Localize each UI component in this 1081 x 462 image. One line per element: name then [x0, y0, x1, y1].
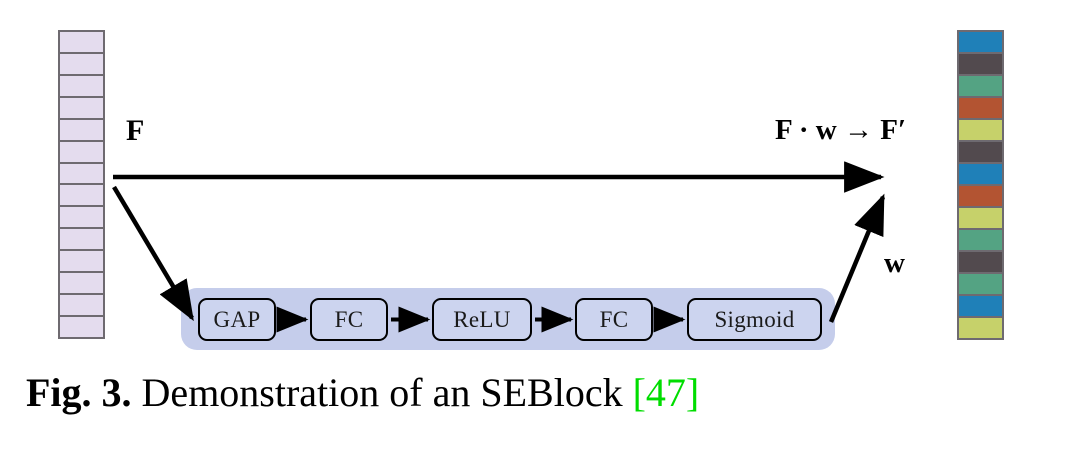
figure-caption-citation[interactable]: [47] [632, 370, 700, 415]
input-feature-cell [58, 227, 105, 252]
output-feature-cell [957, 272, 1004, 296]
output-feature-cell [957, 206, 1004, 230]
seblock-stage-fc2[interactable]: FC [575, 298, 653, 341]
input-feature-cell [58, 314, 105, 339]
output-feature-cell [957, 140, 1004, 164]
input-feature-map [58, 30, 105, 339]
input-feature-cell [58, 51, 105, 76]
seblock-stage-fc1[interactable]: FC [310, 298, 388, 341]
output-feature-map [957, 30, 1004, 340]
figure-caption: Fig. 3. Demonstration of an SEBlock [47] [26, 371, 699, 415]
output-feature-cell [957, 118, 1004, 142]
input-feature-cell [58, 95, 105, 120]
input-feature-cell [58, 30, 105, 54]
output-feature-cell [957, 250, 1004, 274]
seblock-stage-gap[interactable]: GAP [198, 298, 276, 341]
input-feature-cell [58, 249, 105, 274]
output-feature-cell [957, 228, 1004, 252]
weight-vector-label: w [884, 247, 905, 279]
input-feature-cell [58, 293, 105, 317]
seblock-stage-gap-label: GAP [213, 307, 261, 332]
output-feature-cell [957, 96, 1004, 120]
input-feature-cell [58, 117, 105, 142]
figure-caption-label: Fig. 3. [26, 370, 132, 415]
seblock-stage-sigmoid[interactable]: Sigmoid [687, 298, 822, 341]
output-feature-cell [957, 52, 1004, 76]
seblock-stage-fc2-label: FC [599, 307, 629, 332]
output-feature-cell [957, 74, 1004, 98]
branch-to-seblock-arrow [112, 185, 194, 322]
weight-scale-arrow [828, 193, 886, 323]
output-formula-label: F · w → F′ [775, 114, 907, 146]
seblock-stage-relu[interactable]: ReLU [432, 298, 532, 341]
input-feature-label: F [126, 114, 145, 147]
output-feature-cell [957, 162, 1004, 186]
output-feature-cell [957, 30, 1004, 54]
seblock-stage-fc1-label: FC [334, 307, 364, 332]
seblock-stage-relu-label: ReLU [453, 307, 511, 332]
output-feature-cell [957, 184, 1004, 208]
output-feature-cell [957, 294, 1004, 318]
input-feature-cell [58, 73, 105, 98]
seblock-stage-sigmoid-label: Sigmoid [714, 307, 795, 332]
input-feature-cell [58, 271, 105, 296]
input-feature-cell [58, 139, 105, 164]
input-feature-cell [58, 205, 105, 230]
output-feature-cell [957, 316, 1004, 340]
figure-caption-text: Demonstration of an SEBlock [131, 370, 633, 415]
input-feature-cell [58, 161, 105, 186]
input-feature-cell [58, 183, 105, 208]
